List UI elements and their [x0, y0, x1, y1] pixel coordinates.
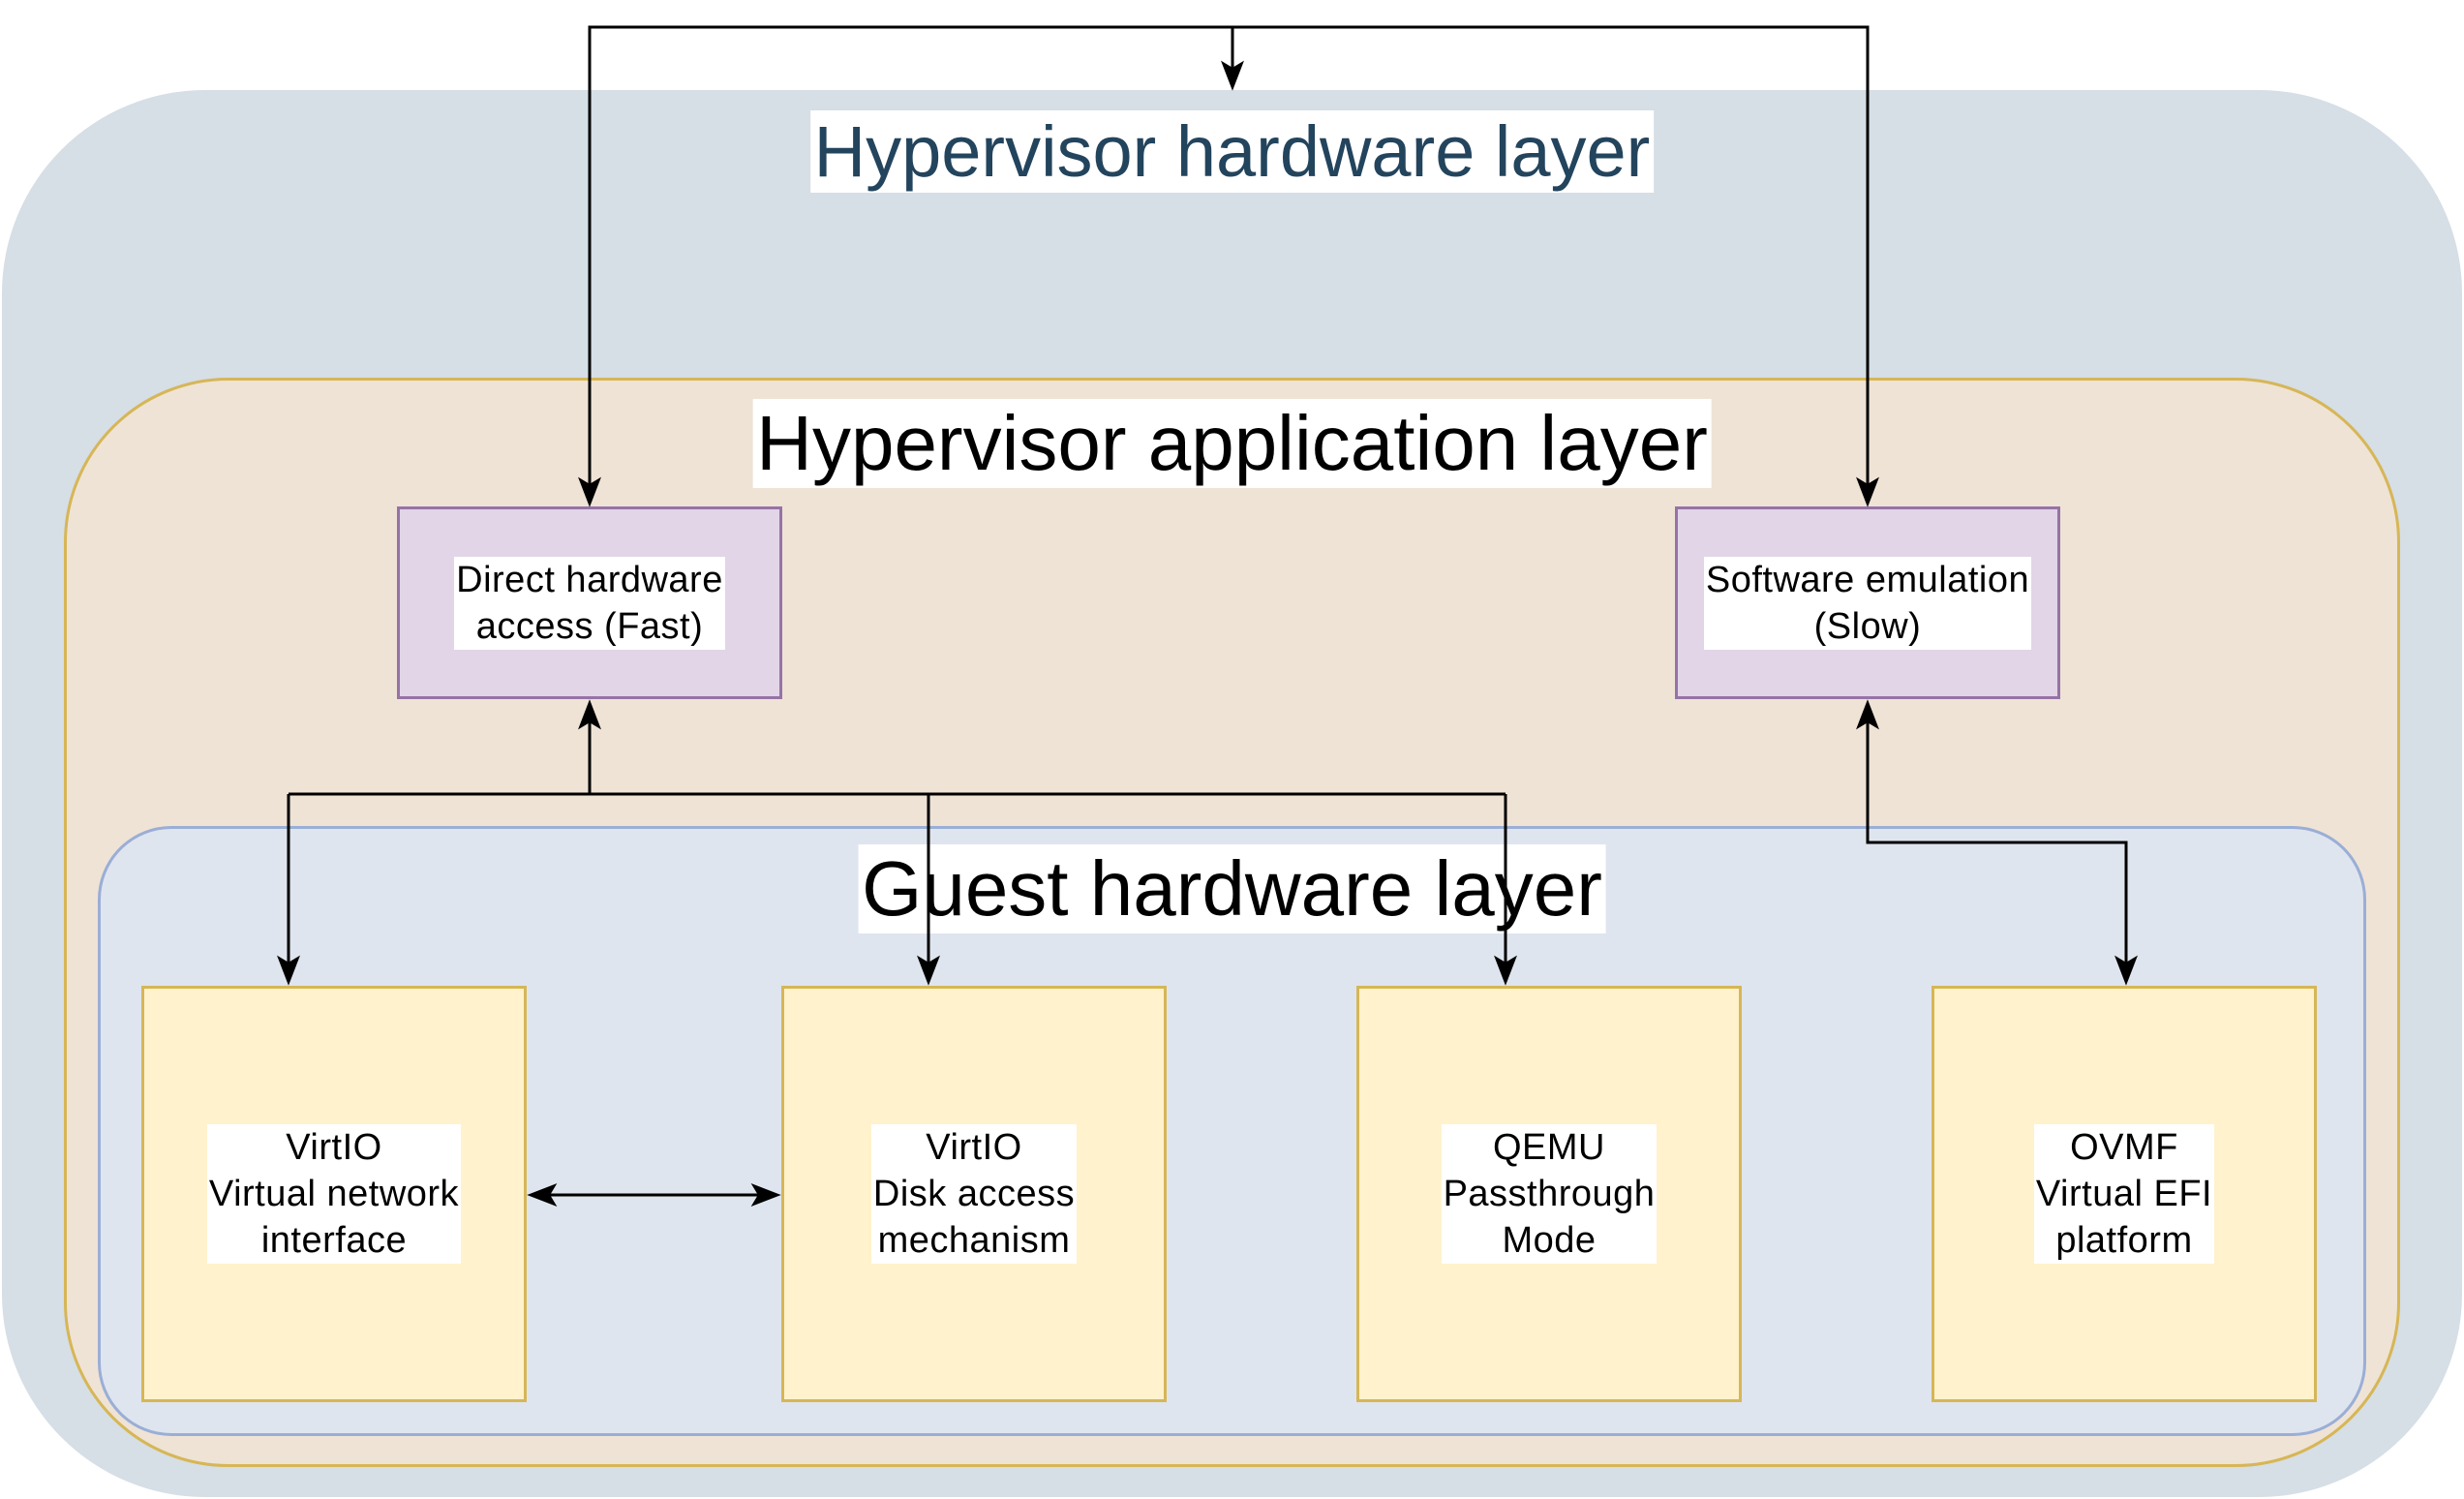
ovmf-label: OVMF Virtual EFI platform	[2033, 1124, 2215, 1264]
software-label-line-2: (Slow)	[1813, 605, 1922, 647]
qemu-passthrough-box: QEMU Passthrough Mode	[1356, 986, 1742, 1402]
direct-hardware-access-box: Direct hardware access (Fast)	[397, 506, 782, 699]
virtio-network-line-3: interface	[260, 1220, 408, 1261]
virtio-network-label: VirtIO Virtual network interface	[206, 1124, 462, 1264]
software-emulation-box: Software emulation (Slow)	[1675, 506, 2060, 699]
application-layer-title: Hypervisor application layer	[752, 399, 1712, 488]
virtio-disk-box: VirtIO Disk access mechanism	[781, 986, 1167, 1402]
direct-hardware-access-label: Direct hardware access (Fast)	[454, 556, 725, 650]
hardware-layer-title: Hypervisor hardware layer	[809, 110, 1655, 194]
ovmf-line-1: OVMF	[2070, 1127, 2178, 1168]
direct-label-line-2: access (Fast)	[475, 605, 704, 647]
virtio-disk-label: VirtIO Disk access mechanism	[870, 1124, 1078, 1264]
direct-label-line-1: Direct hardware	[456, 559, 723, 600]
qemu-line-1: QEMU	[1493, 1127, 1605, 1168]
virtio-disk-line-2: Disk access	[872, 1174, 1076, 1214]
guest-layer-title: Guest hardware layer	[858, 844, 1606, 933]
virtio-disk-line-1: VirtIO	[926, 1127, 1022, 1168]
software-label-line-1: Software emulation	[1705, 559, 2030, 600]
ovmf-line-2: Virtual EFI	[2035, 1174, 2213, 1214]
virtio-network-box: VirtIO Virtual network interface	[141, 986, 527, 1402]
software-emulation-label: Software emulation (Slow)	[1703, 556, 2032, 650]
ovmf-line-3: platform	[2055, 1220, 2193, 1261]
qemu-line-3: Mode	[1502, 1220, 1597, 1261]
qemu-passthrough-label: QEMU Passthrough Mode	[1441, 1124, 1658, 1264]
qemu-line-2: Passthrough	[1443, 1174, 1656, 1214]
ovmf-box: OVMF Virtual EFI platform	[1932, 986, 2317, 1402]
virtio-network-line-2: Virtual network	[208, 1174, 460, 1214]
arrowhead-hardware-title	[1221, 60, 1244, 91]
virtio-disk-line-3: mechanism	[877, 1220, 1071, 1261]
virtio-network-line-1: VirtIO	[286, 1127, 382, 1168]
